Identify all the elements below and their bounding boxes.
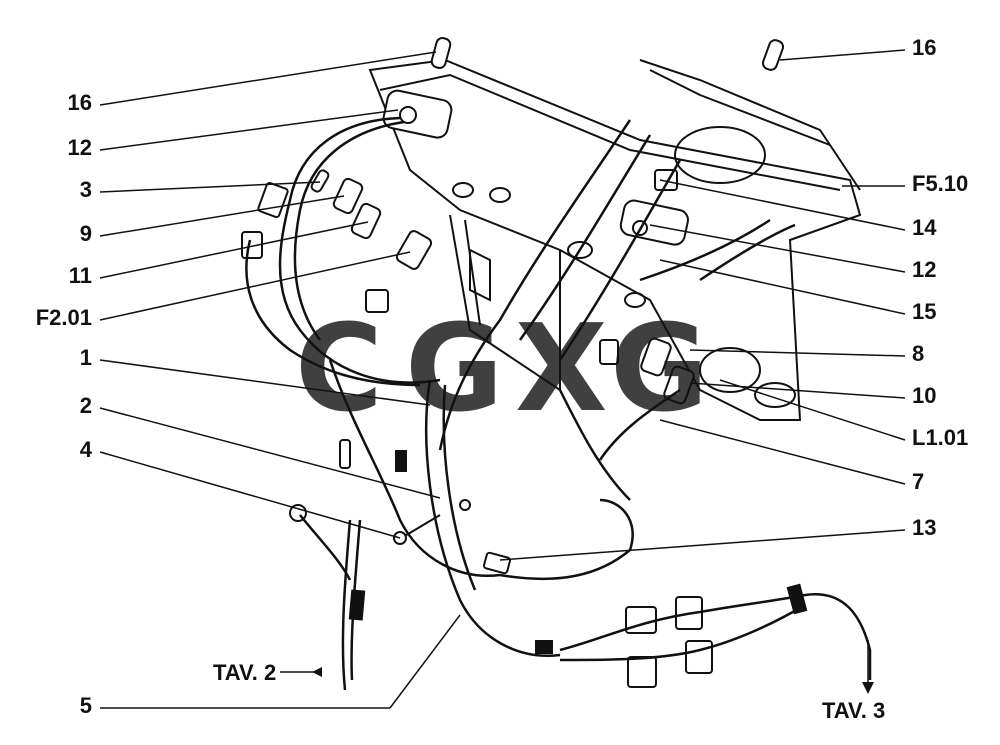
left-labels: 16 12 3 9 11 F2.01 1 2 4 5	[36, 90, 93, 718]
watermark-letter: G	[610, 300, 709, 439]
leader-lines	[99, 49, 906, 709]
watermark-letter: G	[405, 300, 504, 439]
reference-right: TAV. 3	[822, 698, 885, 723]
arrowheads	[312, 667, 874, 694]
part-label: 2	[80, 393, 92, 418]
part-label: 16	[912, 35, 936, 60]
part-label: 5	[80, 693, 92, 718]
part-label: 11	[69, 263, 92, 288]
watermark-letter: X	[515, 300, 608, 439]
part-label: 12	[912, 257, 936, 282]
part-label: 3	[80, 177, 92, 202]
bulb-icon	[310, 37, 785, 193]
watermark-letter: C	[295, 300, 383, 439]
part-label: 1	[80, 345, 92, 370]
part-label: 8	[912, 341, 924, 366]
right-labels: 16 F5.10 14 12 15 8 10 L1.01 7 13	[912, 35, 968, 540]
part-label: 4	[80, 437, 93, 462]
dashboard-panel	[368, 58, 862, 421]
part-label: 16	[68, 90, 92, 115]
part-label: 14	[912, 215, 937, 240]
part-label: 10	[912, 383, 936, 408]
part-label: 13	[912, 515, 936, 540]
part-label: 7	[912, 469, 924, 494]
part-label: 9	[80, 221, 92, 246]
part-label: F2.01	[36, 305, 92, 330]
part-label: 15	[912, 299, 936, 324]
part-label: F5.10	[912, 171, 968, 196]
part-label: L1.01	[912, 425, 968, 450]
reference-left: TAV. 2	[213, 660, 276, 685]
watermark: C G X G	[295, 300, 709, 439]
part-label: 12	[68, 135, 92, 160]
sleeve-bands	[348, 450, 808, 654]
lamp-housing-left	[382, 89, 453, 139]
